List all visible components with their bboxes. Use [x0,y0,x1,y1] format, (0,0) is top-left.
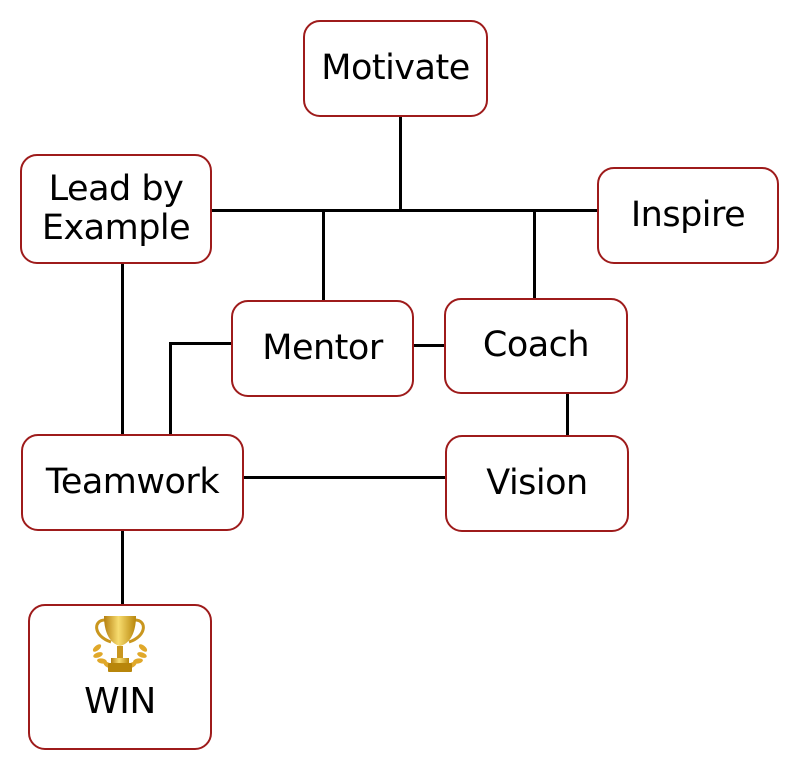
node-label: Lead by Example [41,168,191,248]
connector-motivate-trunk [399,116,402,211]
connector-teamwork-vision [243,476,446,479]
node-label: Vision [486,462,588,503]
node-label: Teamwork [45,461,220,502]
node-label: Coach [482,325,590,366]
connector-mentor-coach [413,344,445,347]
connector-bar-mentor [322,209,325,301]
trophy-icon [92,616,148,672]
node-coach: Coach [444,298,628,394]
node-vision: Vision [445,435,629,532]
node-label: WIN [84,681,156,722]
connector-lead-inspire-bar [211,209,598,212]
connector-teamwork-win [121,530,124,605]
node-mentor: Mentor [231,300,414,397]
node-label: Motivate [321,47,470,88]
node-teamwork: Teamwork [21,434,244,531]
connector-coach-vision [566,393,569,436]
connector-mentor-teamwork-v [169,342,172,435]
connector-lead-teamwork [121,263,124,435]
node-win: WIN [28,604,212,750]
node-inspire: Inspire [597,167,779,264]
connector-mentor-teamwork-h [169,342,232,345]
node-label: Inspire [630,194,746,235]
connector-bar-coach [533,209,536,299]
node-lead-by-example: Lead by Example [20,154,212,264]
node-label: Mentor [262,327,383,368]
node-motivate: Motivate [303,20,488,117]
